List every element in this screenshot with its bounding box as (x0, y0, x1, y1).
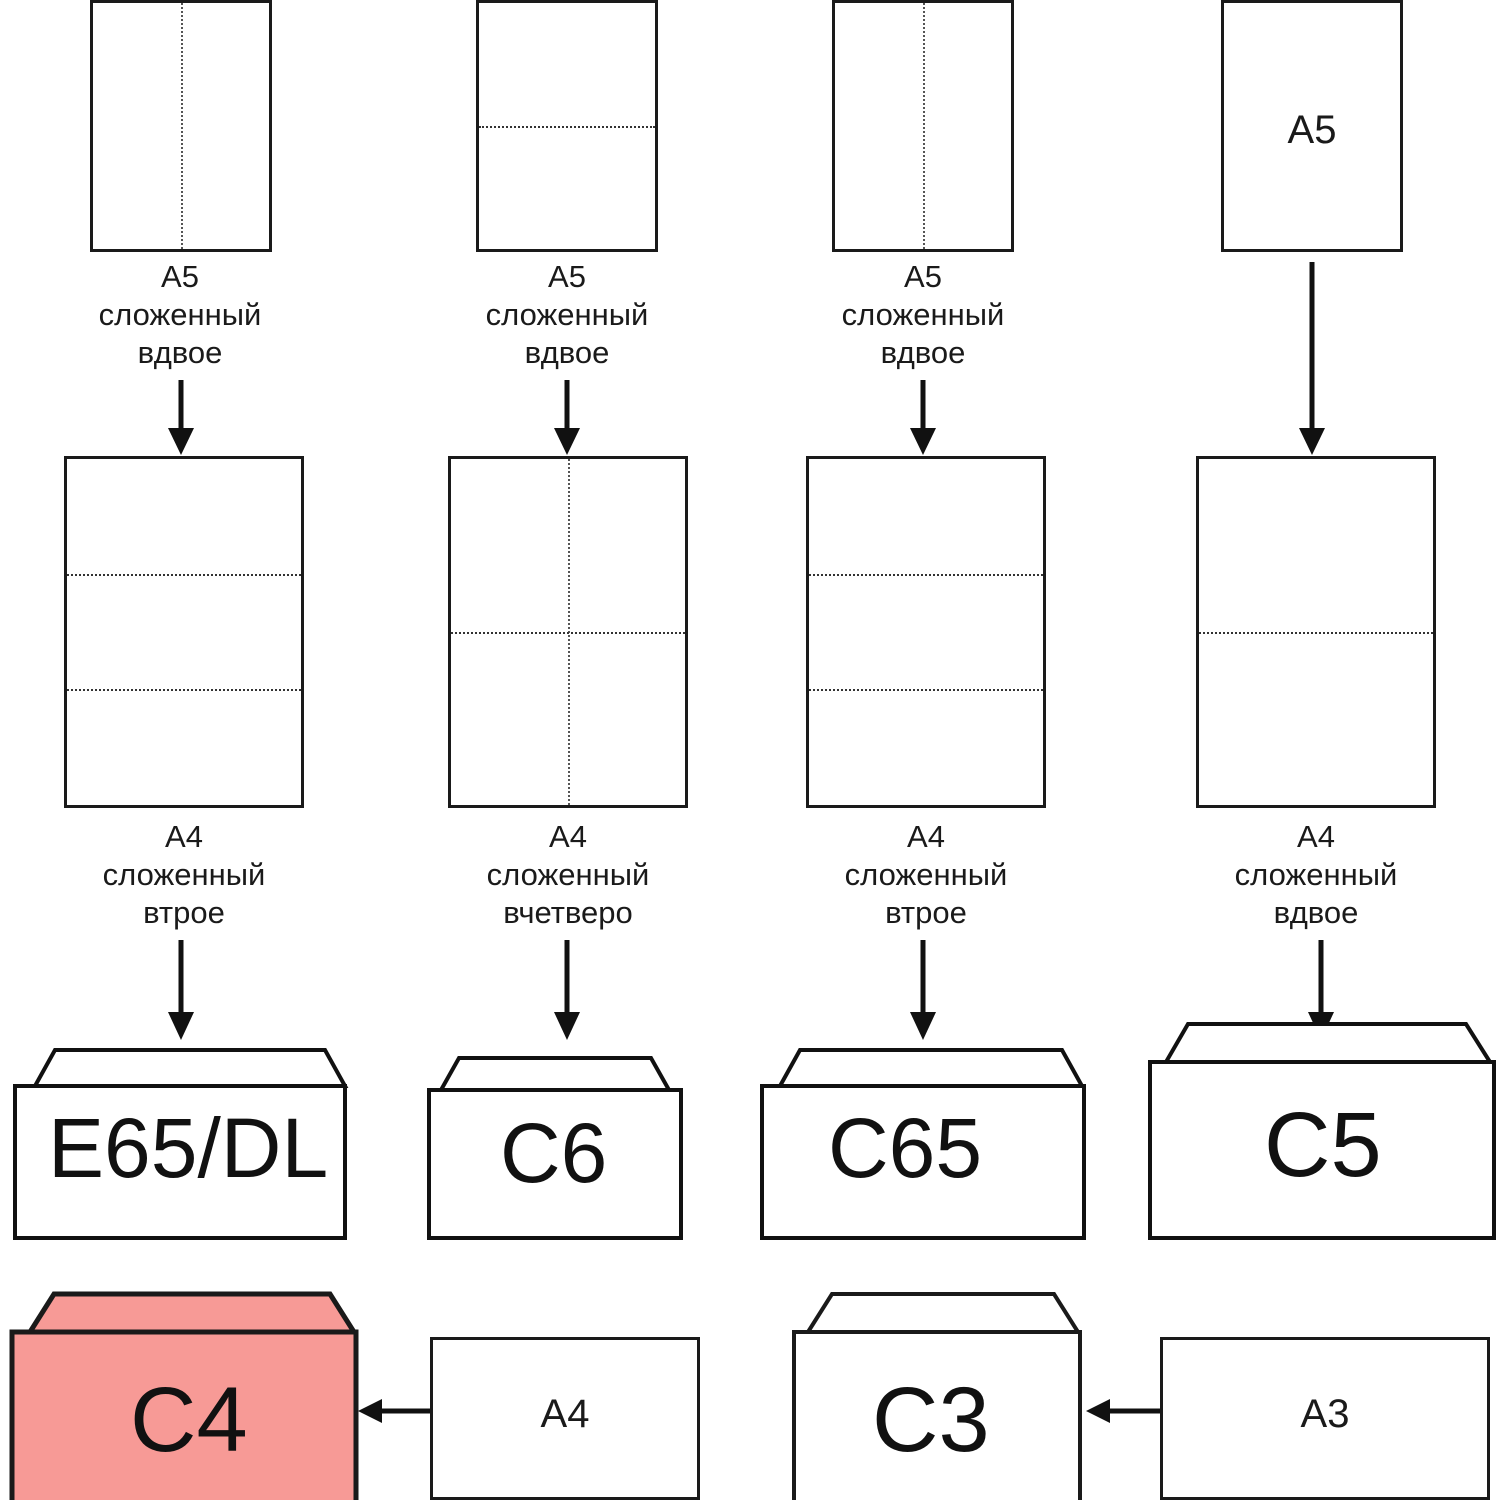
fold-line-horizontal-2 (809, 689, 1043, 692)
fold-line-horizontal (479, 126, 655, 128)
sheet-a5-fold-half-horizontal (476, 0, 658, 252)
envelope-label-c5: C5 (1264, 1094, 1382, 1196)
arrow-down-icon (910, 380, 936, 455)
fold-line-vertical (181, 3, 183, 249)
caption-a5-fold-half-vertical: A5 сложенный вдвое (98, 259, 262, 370)
caption-a4-fold-half: A4 сложенный вдвое (1234, 819, 1398, 930)
fold-line-vertical (923, 3, 925, 249)
envelope-c5 (1148, 1022, 1496, 1240)
arrow-down-icon (554, 380, 580, 455)
arrow-down-icon (1299, 262, 1325, 455)
fold-line-horizontal (1199, 632, 1433, 634)
arrow-down-icon (554, 940, 580, 1040)
envelope-c3 (792, 1292, 1082, 1500)
envelope-flap (804, 1292, 1082, 1334)
envelope-label-c6: C6 (500, 1106, 608, 1200)
fold-line-horizontal-2 (67, 689, 301, 692)
sheet-a5-fold-half-vertical (90, 0, 272, 252)
arrow-left-icon (358, 1399, 434, 1423)
envelope-body (760, 1084, 1086, 1240)
envelope-label-c65: C65 (828, 1101, 983, 1195)
envelope-label-c4: C4 (130, 1369, 248, 1471)
sheet-label-a5: A5 (1287, 108, 1337, 152)
fold-line-horizontal-1 (67, 574, 301, 577)
envelope-flap (437, 1056, 673, 1092)
arrow-left-icon (1086, 1399, 1162, 1423)
envelope-flap (776, 1048, 1086, 1088)
sheet-a5-fold-half-vertical-2 (832, 0, 1014, 252)
envelope-flap (25, 1291, 359, 1335)
caption-a5-fold-half-horizontal: A5 сложенный вдвое (485, 259, 649, 370)
fold-line-horizontal (451, 632, 685, 634)
sheet-label-a4: A4 (540, 1392, 590, 1436)
envelope-body (792, 1330, 1082, 1500)
caption-a4-fold-quarters: A4 сложенный вчетверо (486, 819, 650, 930)
arrow-down-icon (168, 380, 194, 455)
envelope-body (9, 1329, 359, 1500)
envelope-label-e65-dl: E65/DL (48, 1101, 329, 1195)
caption-a5-fold-half-vertical-2: A5 сложенный вдвое (841, 259, 1005, 370)
sheet-label-a3: A3 (1300, 1392, 1350, 1436)
sheet-a4-fold-thirds-2 (806, 456, 1046, 808)
envelope-body (427, 1088, 683, 1240)
caption-a4-fold-thirds-2: A4 сложенный втрое (844, 819, 1008, 930)
sheet-a3-bottom: A3 (1160, 1337, 1490, 1500)
sheet-a4-bottom: A4 (430, 1337, 700, 1500)
fold-line-horizontal-1 (809, 574, 1043, 577)
sheet-a4-fold-half (1196, 456, 1436, 808)
caption-a4-fold-thirds: A4 сложенный втрое (102, 819, 266, 930)
sheet-a4-fold-thirds (64, 456, 304, 808)
arrow-down-icon (168, 940, 194, 1040)
sheet-a4-fold-quarters (448, 456, 688, 808)
envelope-flap (1162, 1022, 1494, 1064)
envelope-body (13, 1084, 347, 1240)
envelope-label-c3: C3 (872, 1369, 990, 1471)
sheet-a5-plain: A5 (1221, 0, 1403, 252)
envelope-e65-dl (13, 1048, 349, 1240)
arrow-down-icon (910, 940, 936, 1040)
envelope-body (1148, 1060, 1496, 1240)
envelope-c4 (9, 1291, 359, 1500)
envelope-c6 (427, 1056, 683, 1240)
envelope-c65 (760, 1048, 1086, 1240)
envelope-flap (31, 1048, 349, 1088)
